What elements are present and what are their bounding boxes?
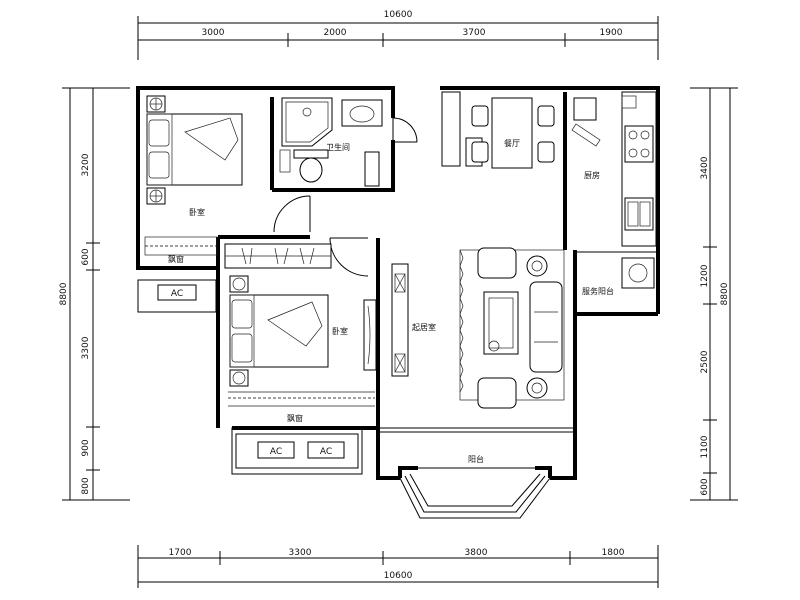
tv-wall <box>391 263 409 377</box>
side-lamp <box>526 255 548 277</box>
stove <box>624 125 654 163</box>
service-balcony: 服务阳台 <box>574 250 658 296</box>
armchair <box>477 377 517 409</box>
bedroom-mid: 卧室 飘窗 AC AC <box>224 243 377 475</box>
room-label-bay-window-bottom: 飘窗 <box>287 413 303 423</box>
right-dim-1: 3400 <box>700 156 710 179</box>
room-label-bathroom: 卫生间 <box>326 142 350 152</box>
kitchen: 厨房 <box>565 91 657 250</box>
right-dim-3: 2500 <box>700 350 710 373</box>
right-dim-4: 1100 <box>700 435 710 458</box>
bed <box>229 294 329 368</box>
chair <box>471 141 489 163</box>
bottom-dim-3: 3800 <box>465 548 488 558</box>
fridge <box>573 97 597 121</box>
room-label-service-balcony: 服务阳台 <box>582 286 614 296</box>
armchair <box>477 247 517 279</box>
bathroom: 卫生间 <box>279 97 383 187</box>
left-total-dim: 8800 <box>59 282 69 305</box>
bottom-total-dim: 10600 <box>384 571 413 581</box>
toilet-bowl <box>299 157 323 183</box>
room-label-balcony: 阳台 <box>468 454 484 464</box>
room-label-living: 起居室 <box>412 322 436 332</box>
left-dim-4: 900 <box>81 439 91 456</box>
water-heater <box>621 257 655 289</box>
chair <box>471 105 489 127</box>
left-dim-2: 600 <box>81 248 91 265</box>
ac-label: AC <box>171 289 183 299</box>
ac-label: AC <box>270 447 282 457</box>
room-label-dining: 餐厅 <box>504 139 520 148</box>
bottom-dim-4: 1800 <box>602 548 625 558</box>
living-room: 起居室 <box>391 247 565 409</box>
side-lamp <box>526 377 548 399</box>
top-dim-2: 2000 <box>324 28 347 38</box>
balcony: 阳台 <box>378 427 575 519</box>
room-label-bedroom-mid: 卧室 <box>332 326 348 336</box>
room-label-bay-window-top: 飘窗 <box>168 254 184 264</box>
washer <box>364 151 380 187</box>
bed <box>146 113 243 186</box>
ac-unit <box>307 441 345 459</box>
right-dimensions: 8800 3400 1200 2500 1100 600 <box>690 87 738 501</box>
ac-unit <box>257 441 295 459</box>
right-dim-5: 600 <box>700 478 710 495</box>
bottom-dim-1: 1700 <box>169 548 192 558</box>
top-dim-4: 1900 <box>600 28 623 38</box>
chair <box>537 141 555 163</box>
dining-area: 餐厅 <box>441 91 555 169</box>
toilet-tank <box>293 149 329 159</box>
left-dim-3: 3300 <box>81 336 91 359</box>
ac-label: AC <box>320 447 332 457</box>
room-label-bedroom-top: 卧室 <box>189 207 205 217</box>
top-total-dim: 10600 <box>384 10 413 20</box>
bedroom-top: 卧室 飘窗 AC <box>137 95 243 313</box>
right-dim-2: 1200 <box>700 264 710 287</box>
chair <box>537 105 555 127</box>
right-total-dim: 8800 <box>720 282 730 305</box>
top-dim-1: 3000 <box>202 28 225 38</box>
sofa <box>529 281 563 373</box>
left-dim-1: 3200 <box>81 153 91 176</box>
shower <box>281 97 333 147</box>
top-dim-3: 3700 <box>463 28 486 38</box>
bottom-dimensions: 1700 3300 3800 1800 10600 <box>137 545 659 588</box>
ac-unit <box>157 284 197 301</box>
bottom-dim-2: 3300 <box>289 548 312 558</box>
left-dimensions: 8800 3200 600 3300 900 800 <box>59 87 130 501</box>
left-dim-5: 800 <box>81 477 91 494</box>
dining-table <box>491 97 533 169</box>
sink <box>624 197 654 231</box>
top-dimensions: 10600 3000 2000 3700 1900 <box>137 10 659 60</box>
room-label-kitchen: 厨房 <box>584 170 600 180</box>
bed-sheet-fold <box>184 117 239 161</box>
